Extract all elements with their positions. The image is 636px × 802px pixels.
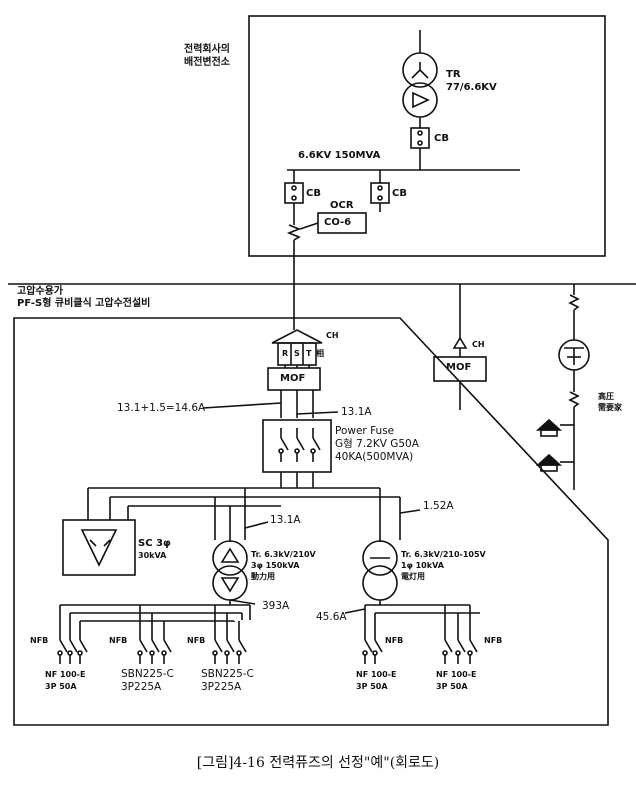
feeder-5-line1: NF 100-E (436, 670, 477, 679)
nfb-label-5: NFB (484, 636, 503, 645)
tr2-symbol (362, 540, 398, 601)
cb-feeder-symbol (284, 170, 304, 330)
utility-title-line1: 전력회사의 (184, 44, 230, 55)
current-sum-label: 13.1+1.5=14.6A (117, 402, 206, 414)
nfb-group-3 (212, 629, 247, 665)
feeder-2-line2: 3P225A (121, 681, 162, 693)
feeder-2-line1: SBN225-C (121, 668, 174, 680)
tr-main-name: TR (446, 69, 461, 80)
nfb-group-1 (57, 629, 88, 665)
customer-title-line1: 고압수용가 (17, 286, 63, 297)
nfb-group-5 (442, 629, 478, 665)
power-fuse-box (262, 419, 332, 488)
utility-title-line2: 배전변전소 (184, 57, 230, 68)
ocr-relay-symbol (299, 212, 367, 234)
hv-customer-branch (558, 284, 590, 490)
lv-bus-2 (364, 600, 480, 630)
arrow-13.1a (296, 411, 339, 415)
rst-r-label: R (282, 349, 289, 358)
nfb-label-2: NFB (109, 636, 128, 645)
rst-t-label: T (306, 349, 312, 358)
main-transformer-symbol (402, 30, 438, 128)
tr1-line1: Tr. 6.3kV/210V (251, 550, 316, 559)
customer-enclosure (13, 317, 609, 726)
feeder-5-line2: 3P 50A (436, 682, 468, 691)
nfb-label-4: NFB (385, 636, 404, 645)
rst-suffix-label: 相 (316, 349, 324, 358)
tr2-line2: 1φ 10kVA (401, 561, 444, 570)
second-feeder-mof (433, 284, 487, 410)
sc-capacitor-symbol (62, 519, 136, 576)
ch-rst-block (271, 329, 323, 366)
tr1-symbol (212, 540, 248, 601)
current-lv2-label: 45.6A (316, 611, 347, 623)
cb-main-label: CB (434, 133, 449, 144)
hv-customer-line1: 高圧 (598, 392, 614, 401)
nfb-label-1: NFB (30, 636, 49, 645)
current-tr2-label: 1.52A (423, 500, 454, 512)
nfb-group-4 (362, 629, 383, 665)
feeder-4-line2: 3P 50A (356, 682, 388, 691)
tr-main-rating: 77/6.6KV (446, 82, 497, 93)
ch-main-label: CH (326, 331, 339, 340)
arrow-13.1a-tr1 (244, 521, 269, 529)
feeder-3-line2: 3P225A (201, 681, 242, 693)
feeder-1-line2: 3P 50A (45, 682, 77, 691)
hv-distribution-bus (87, 487, 421, 540)
tr1-line2: 3φ 150kVA (251, 561, 300, 570)
tr2-line1: Tr. 6.3kV/210-105V (401, 550, 486, 559)
sc-line2: 30kVA (138, 551, 167, 560)
power-fuse-line1: Power Fuse (335, 425, 395, 437)
sc-line1: SC 3φ (138, 538, 171, 549)
cb-feeder-label: CB (306, 188, 321, 199)
hv-customer-line2: 需要家 (598, 403, 622, 412)
current-lv1-label: 393A (262, 600, 290, 612)
tr1-line3: 動力用 (251, 572, 275, 581)
lv-bus-1 (59, 600, 251, 630)
power-fuse-line2: G형 7.2KV G50A (335, 438, 419, 450)
feeder-1-line1: NF 100-E (45, 670, 86, 679)
arrow-45.6a (344, 608, 366, 614)
nfb-label-3: NFB (187, 636, 206, 645)
cb-spare-symbol (370, 170, 390, 212)
current-tr1-label: 13.1A (270, 514, 301, 526)
ch-second-label: CH (472, 340, 485, 349)
mof-main-symbol (267, 365, 321, 418)
customer-title-line2: PF-S형 큐비클식 고압수전설비 (17, 298, 151, 309)
mof-main-label: MOF (280, 373, 306, 384)
hv-customer-house-icon-1 (535, 418, 563, 437)
nfb-group-2 (137, 629, 172, 665)
utility-substation-box (248, 15, 606, 257)
cb-main-symbol (410, 127, 430, 170)
cb-spare-label: CB (392, 188, 407, 199)
arrow-393a (229, 599, 256, 605)
mof-second-label: MOF (446, 362, 472, 373)
bus-label: 6.6KV 150MVA (298, 150, 381, 161)
hv-customer-house-icon-2 (535, 453, 563, 472)
power-fuse-line3: 40KA(500MVA) (335, 451, 414, 463)
ocr-label: OCR (330, 200, 354, 211)
figure-caption: [그림]4-16 전력퓨즈의 선정"예"(회로도) (196, 755, 440, 771)
tr2-line3: 電灯用 (401, 572, 425, 581)
arrow-13.1-14.6 (202, 402, 282, 409)
feeder-3-line1: SBN225-C (201, 668, 254, 680)
current-fuse-label: 13.1A (341, 406, 372, 418)
feeder-4-line1: NF 100-E (356, 670, 397, 679)
ocr-relay-label: CO-6 (324, 217, 352, 228)
rst-s-label: S (294, 349, 300, 358)
